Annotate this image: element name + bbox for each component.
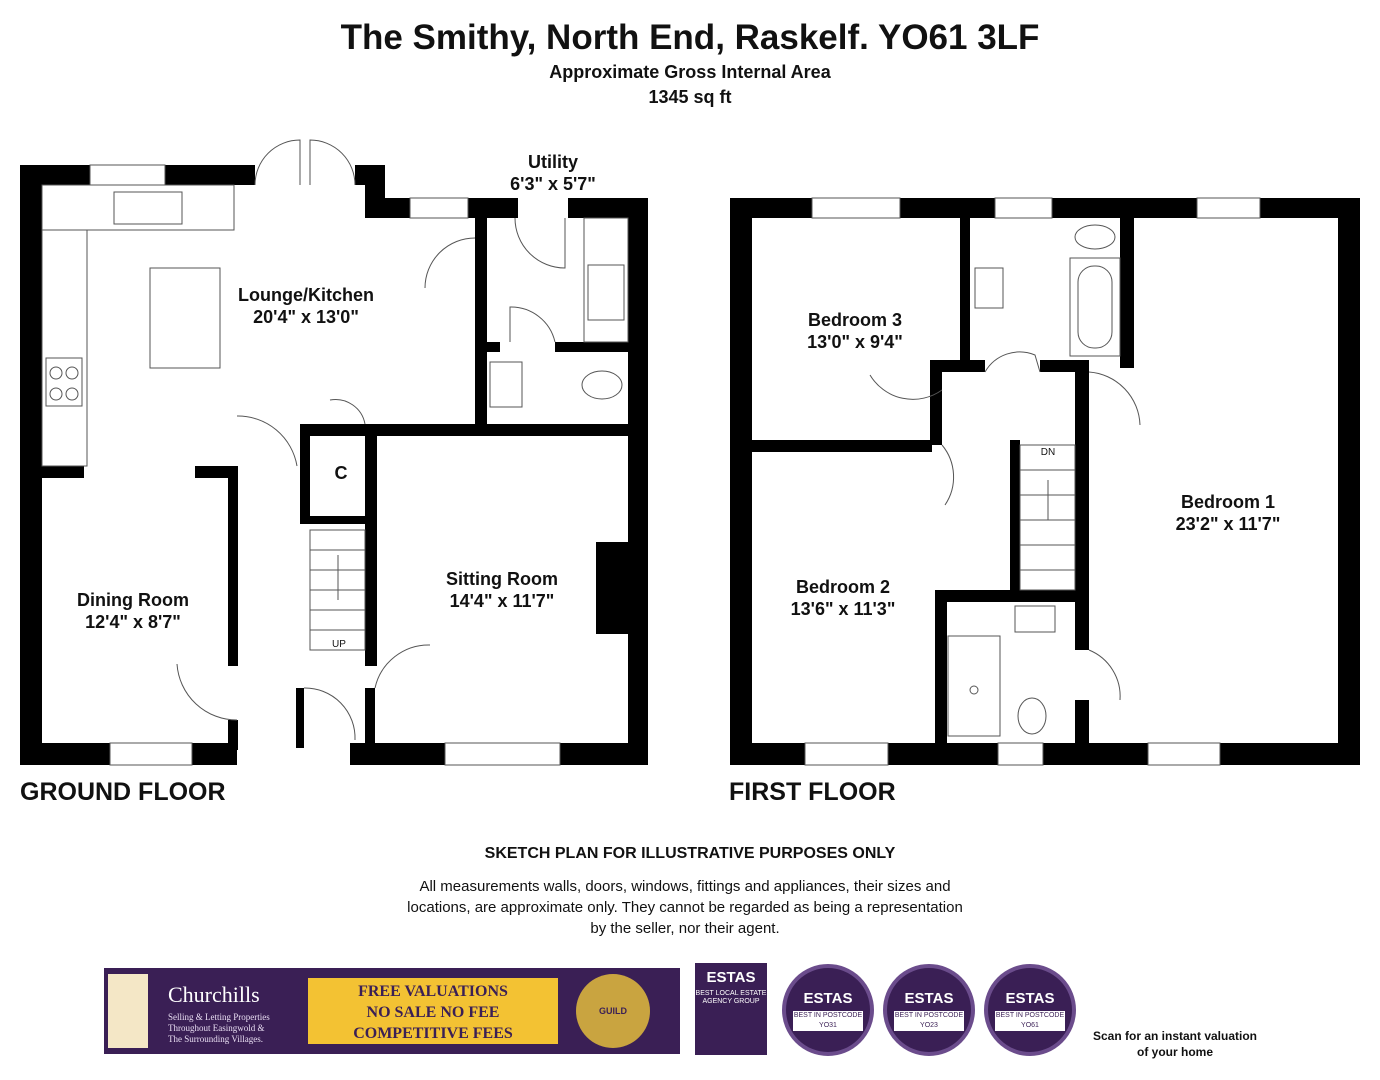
disclaimer-text: All measurements walls, doors, windows, … (407, 878, 963, 937)
first-floor-walls (730, 198, 1360, 765)
area-label: Approximate Gross Internal Area (549, 62, 831, 82)
brand-tagline: Selling & Letting Properties Throughout … (168, 1012, 270, 1044)
estas-award-box: ESTAS BEST LOCAL ESTATE AGENCY GROUP (695, 963, 767, 1055)
cupboard-label: C (334, 463, 348, 483)
brand-name: Churchills (168, 982, 260, 1007)
guild-seal: GUILD (576, 974, 650, 1048)
first-floor-fixtures (804, 197, 1261, 766)
plan-title: The Smithy, North End, Raskelf. YO61 3LF (340, 18, 1040, 57)
disclaimer-title: SKETCH PLAN FOR ILLUSTRATIVE PURPOSES ON… (484, 845, 896, 862)
estas-badge-yo31: ESTAS BEST IN POSTCODE YO31 (782, 964, 874, 1056)
stairs-up-label: UP (332, 639, 346, 650)
promo-box: FREE VALUATIONS NO SALE NO FEE COMPETITI… (308, 978, 558, 1044)
estas-badge-yo23: ESTAS BEST IN POSTCODE YO23 (883, 964, 975, 1056)
churchills-sign-logo (108, 974, 148, 1048)
floor-plan-drawing (20, 139, 1360, 766)
area-value: 1345 sq ft (648, 87, 732, 107)
ground-floor-walls (20, 165, 648, 765)
ground-floor-fixtures (41, 139, 629, 766)
qr-caption: Scan for an instant valuation of your ho… (1092, 1029, 1258, 1059)
stairs-down-label: DN (1040, 447, 1056, 458)
churchills-banner: Churchills Selling & Letting Properties … (104, 968, 680, 1054)
ground-floor-label: GROUND FLOOR (20, 778, 226, 806)
first-floor-label: FIRST FLOOR (729, 778, 896, 806)
estas-badge-yo61: ESTAS BEST IN POSTCODE YO61 (984, 964, 1076, 1056)
